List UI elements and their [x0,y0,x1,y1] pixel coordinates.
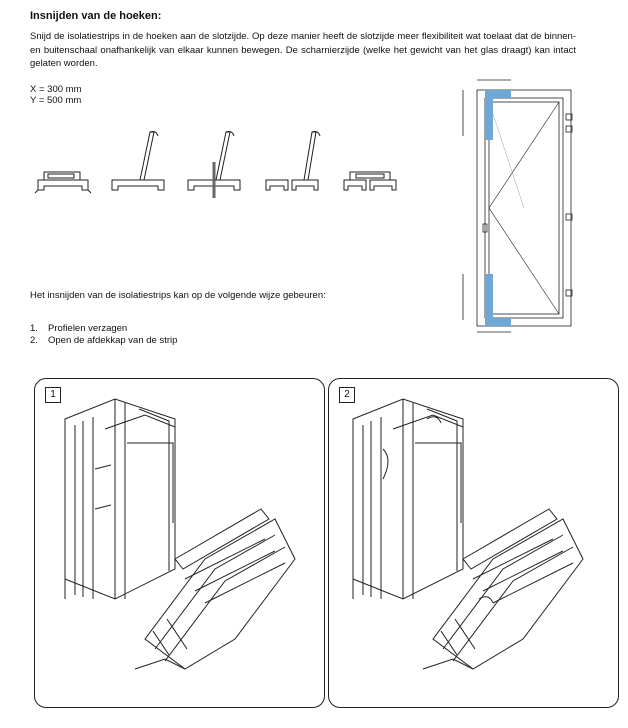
panel-number: 2 [339,387,355,403]
illustration-panel-1: 1 [34,378,325,708]
profile-cut-illustration-2 [352,398,584,670]
section-heading: Insnijden van de hoeken: [30,10,162,22]
dimension-x: X = 300 mm [30,84,82,95]
intro-paragraph: Snijd de isolatiestrips in de hoeken aan… [30,31,576,69]
door-frame-diagram [462,79,573,333]
steps-list: 1.Profielen verzagen 2.Open de afdekkap … [30,323,177,347]
list-item: 1.Profielen verzagen [30,323,128,334]
profile-1 [34,171,92,194]
method-intro: Het insnijden van de isolatiestrips kan … [30,290,326,301]
profile-5 [343,171,397,191]
illustration-panel-2: 2 [328,378,619,708]
profile-cut-illustration-1 [64,398,296,670]
dimensions: X = 300 mm Y = 500 mm [30,84,81,106]
dimension-y: Y = 500 mm [30,95,82,106]
profile-sequence-figure [34,131,397,198]
panel-number: 1 [45,387,61,403]
profile-3 [187,131,241,198]
list-item: 2.Open de afdekkap van de strip [30,335,178,346]
profile-2 [111,131,165,191]
profile-4 [265,131,321,191]
